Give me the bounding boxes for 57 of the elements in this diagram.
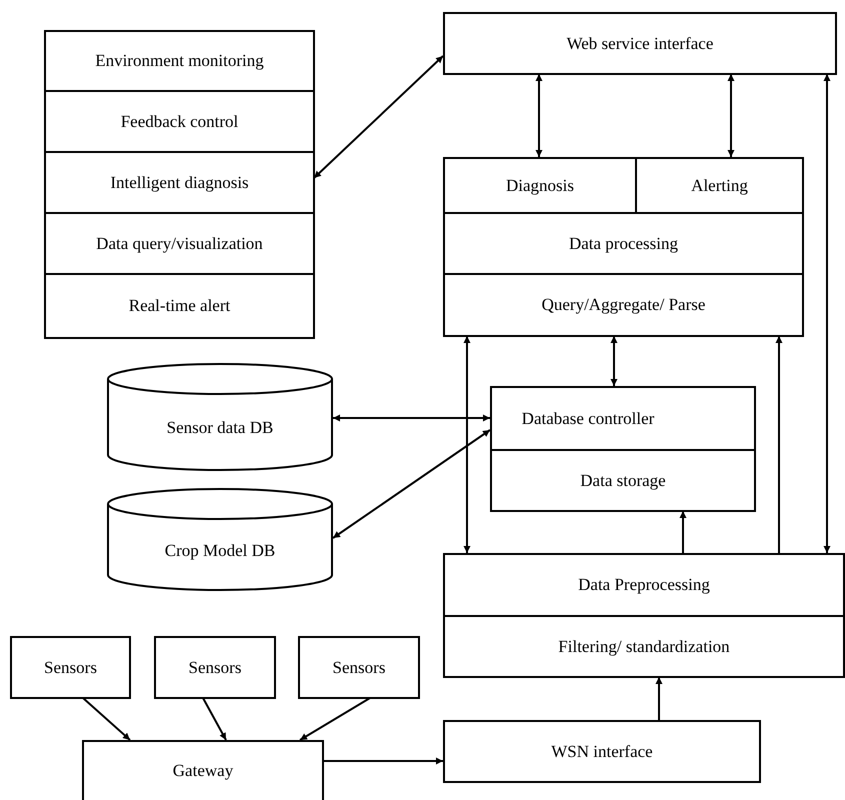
node-label: Query/Aggregate/ Parse	[542, 295, 706, 315]
process-box	[443, 553, 845, 617]
arrow	[824, 74, 830, 553]
node-label: Web service interface	[566, 34, 714, 54]
node-label: Database controller	[522, 408, 654, 428]
process-box	[490, 386, 756, 451]
arrow	[202, 698, 227, 740]
process-box	[10, 636, 131, 699]
arrow	[536, 74, 542, 157]
process-box	[443, 157, 637, 214]
arrow	[332, 429, 491, 539]
process-box	[44, 273, 315, 339]
process-box	[44, 30, 315, 92]
process-box	[443, 273, 804, 337]
node-label: Data query/visualization	[96, 234, 263, 254]
arrow	[323, 758, 443, 764]
process-box	[443, 212, 804, 275]
process-box	[298, 636, 420, 699]
node-label: Sensor data DB	[166, 418, 274, 438]
node-label: Crop Model DB	[164, 540, 276, 560]
node-label: Environment monitoring	[95, 51, 264, 71]
process-box	[44, 212, 315, 275]
arrow	[299, 697, 371, 741]
arrow	[680, 511, 686, 553]
node-label: Sensors	[44, 658, 97, 678]
node-label: Sensors	[332, 658, 386, 678]
process-box	[443, 12, 837, 75]
arrow	[656, 677, 662, 720]
node-label: Diagnosis	[506, 176, 574, 196]
process-box	[154, 636, 276, 699]
process-box	[490, 449, 756, 512]
process-box	[443, 615, 845, 678]
node-label: Data processing	[568, 234, 678, 254]
database-cylinder	[107, 364, 333, 470]
arrow	[82, 697, 131, 741]
database-cylinder	[107, 489, 333, 590]
process-box	[443, 720, 761, 783]
node-label: Data storage	[580, 470, 666, 490]
arrow	[610, 336, 618, 386]
arrow	[728, 74, 734, 157]
node-label: Data Preprocessing	[578, 575, 710, 595]
arrow	[313, 55, 444, 179]
process-box	[44, 90, 315, 153]
process-box	[82, 740, 324, 800]
node-label: Intelligent diagnosis	[110, 172, 249, 192]
process-box	[44, 151, 315, 214]
node-label: Real-time alert	[128, 296, 230, 316]
node-label: WSN interface	[551, 742, 653, 762]
node-label: Gateway	[172, 761, 234, 781]
node-label: Sensors	[188, 658, 242, 678]
node-label: Filtering/ standardization	[558, 636, 730, 656]
arrow	[776, 336, 782, 553]
node-label: Feedback control	[120, 112, 238, 132]
node-label: Alerting	[691, 176, 748, 196]
arrow	[333, 414, 490, 422]
arrow	[464, 336, 470, 553]
process-box	[635, 157, 804, 214]
